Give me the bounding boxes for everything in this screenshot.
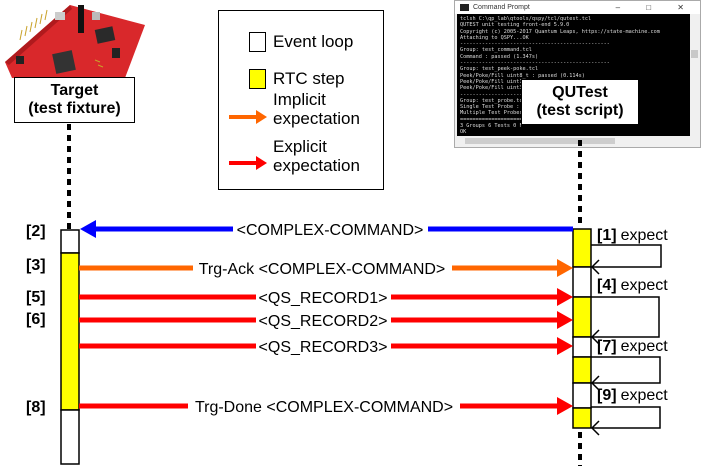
legend-explicit-label: Explicit expectation	[273, 137, 360, 175]
qutest-subtitle: (test script)	[536, 102, 624, 119]
target-board-image	[5, 5, 145, 78]
trg-done-label: Trg-Done <COMPLEX-COMMAND>	[195, 399, 453, 416]
cmd-output-line: OK	[460, 129, 467, 136]
legend-explicit-line1: Explicit	[273, 137, 327, 156]
qutest-loop-2	[572, 336, 592, 358]
cmd-output-line: Attaching to QSPY...OK	[460, 34, 529, 41]
step-label-8: [8]	[26, 399, 46, 416]
expect-label-1: expect	[621, 227, 669, 244]
cmd-output-line: Copyright (c) 2005-2017 Quantum Leaps, h…	[460, 28, 660, 35]
trg-done-arrowhead	[557, 397, 573, 415]
expect-7: [7]expect	[597, 338, 668, 355]
step-label-6: [6]	[26, 311, 46, 328]
target-participant: Target (test fixture)	[14, 77, 135, 123]
legend-implicit-line2: expectation	[273, 109, 360, 128]
cmd-output-line: tclsh C:\qp_lab\qtools/qspy/tcl/qutest.t…	[460, 16, 592, 22]
qutest-participant: QUTest (test script)	[521, 79, 639, 125]
cmd-output-line: QUTEST unit testing front-end 5.9.0	[460, 22, 570, 29]
qutest-title: QUTest	[552, 84, 608, 101]
legend-rtc-swatch	[249, 69, 266, 89]
legend-event-loop-label: Event loop	[273, 32, 354, 51]
step-label-2: [2]	[26, 223, 46, 240]
step-label-1: [1]	[597, 227, 617, 244]
target-subtitle: (test fixture)	[28, 100, 121, 117]
cmd-output-line: ----------------------------------------…	[460, 41, 610, 48]
record1-label: <QS_RECORD1>	[259, 290, 388, 307]
step-label-9: [9]	[597, 387, 617, 404]
expect-loop-4-arrowhead	[590, 420, 600, 436]
qutest-rtc-1	[572, 228, 592, 268]
legend: Event loop RTC step Implicit expectation…	[218, 10, 384, 190]
target-rtc-step	[60, 252, 80, 411]
expect-loop-3-arrowhead	[590, 375, 600, 391]
record3-arrowhead	[557, 337, 573, 355]
command-prompt-window: Command Prompt – □ ✕ tclsh C:\qp_lab\qto…	[454, 0, 701, 148]
vertical-scrollbar[interactable]	[690, 14, 699, 136]
legend-implicit-label: Implicit expectation	[273, 90, 360, 128]
expect-1: [1]expect	[597, 227, 668, 244]
expect-label-9: expect	[621, 387, 669, 404]
command-arrowhead	[80, 220, 96, 238]
cmd-output-line: Group: test_peek-poke.tcl	[460, 66, 539, 73]
record3-label: <QS_RECORD3>	[259, 339, 388, 356]
cmd-output-line: 3 Groups 6 Tests 0 F	[460, 123, 523, 130]
expect-loop-2-arrowhead	[590, 329, 600, 345]
step-label-4: [4]	[597, 277, 617, 294]
step-label-3: [3]	[26, 257, 46, 274]
qutest-loop-3	[572, 382, 592, 409]
trg-ack-label: Trg-Ack <COMPLEX-COMMAND>	[199, 261, 446, 278]
expect-loop-3	[591, 356, 661, 384]
expect-label-4: expect	[621, 277, 669, 294]
target-event-loop-1	[60, 229, 80, 254]
qutest-loop-1	[572, 266, 592, 298]
horizontal-scrollbar[interactable]	[457, 136, 691, 146]
legend-rtc-label: RTC step	[273, 69, 345, 88]
cmd-title: Command Prompt	[473, 4, 530, 11]
record2-label: <QS_RECORD2>	[259, 313, 388, 330]
cmd-title-bar: Command Prompt – □ ✕	[455, 1, 700, 14]
legend-event-loop-swatch	[249, 32, 266, 52]
legend-implicit-arrow-icon	[229, 110, 267, 124]
expect-4: [4]expect	[597, 277, 668, 294]
expect-loop-2	[591, 296, 660, 338]
qutest-rtc-4	[572, 407, 592, 429]
legend-explicit-line2: expectation	[273, 156, 360, 175]
qutest-rtc-3	[572, 356, 592, 384]
legend-explicit-arrow-icon	[229, 156, 267, 170]
cmd-output-line: Multiple Test Probes	[460, 110, 523, 117]
trg-ack-arrowhead	[557, 259, 573, 277]
cmd-output-line: Group: test_probe.tcl	[460, 97, 526, 104]
cmd-output-line: Single Test Probe :	[460, 104, 520, 111]
target-title: Target	[50, 82, 99, 99]
qutest-rtc-2	[572, 296, 592, 338]
step-label-5: [5]	[26, 289, 46, 306]
cmd-output-line: ----------------------------------------…	[460, 60, 610, 67]
record2-arrowhead	[557, 311, 573, 329]
window-controls[interactable]: – □ ✕	[615, 3, 696, 12]
expect-label-7: expect	[621, 338, 669, 355]
record1-arrowhead	[557, 288, 573, 306]
cmd-output-line: Command : passed (1.347s)	[460, 53, 539, 60]
expect-9: [9]expect	[597, 387, 668, 404]
expect-loop-1-arrowhead	[590, 259, 600, 275]
expect-loop-4	[591, 406, 661, 429]
legend-implicit-line1: Implicit	[273, 90, 326, 109]
command-label: <COMPLEX-COMMAND>	[237, 222, 424, 239]
expect-loop-1	[591, 244, 662, 268]
cmd-output-line: Group: test_command.tcl	[460, 47, 532, 54]
step-label-7: [7]	[597, 338, 617, 355]
target-event-loop-2	[60, 409, 80, 465]
cmd-output-line: Peek/Poke/Fill uint8_t : passed (0.114s)	[460, 72, 585, 79]
terminal-icon	[460, 4, 469, 11]
cmd-output-line: Peek/Poke/Fill uint32_t	[460, 85, 532, 92]
